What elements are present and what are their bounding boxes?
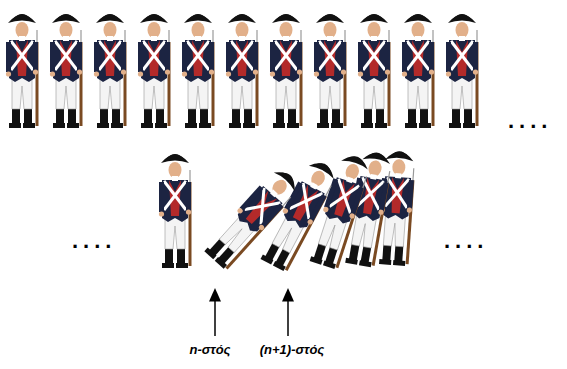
- ellipsis-dots: ....: [444, 228, 488, 254]
- position-label: (n+1)-στός: [260, 342, 325, 357]
- position-label: n-στός: [189, 342, 230, 357]
- ellipsis-dots: ....: [508, 108, 552, 134]
- ellipsis-dots: ....: [72, 228, 116, 254]
